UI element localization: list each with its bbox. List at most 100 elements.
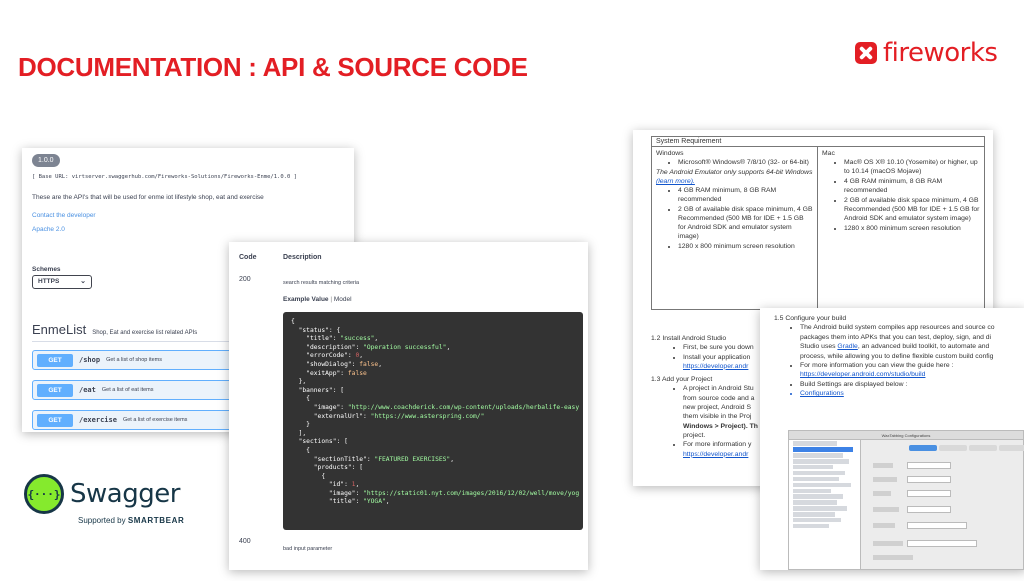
json-line: {: [291, 446, 310, 454]
windows-title: Windows: [656, 150, 684, 157]
section-1-2-heading: 1.2 Install Android Studio: [651, 335, 727, 342]
version-badge: 1.0.0: [32, 154, 60, 167]
slide-title: DOCUMENTATION : API & SOURCE CODE: [18, 52, 528, 82]
mac-req-ram: 4 GB RAM minimum, 8 GB RAM recommended: [844, 177, 980, 195]
fireworks-logo-text: fireworks: [883, 38, 998, 68]
api-description: These are the API's that will be used fo…: [32, 194, 264, 201]
json-line: "status": {: [291, 326, 341, 334]
example-json-codeblock: { "status": { "title": "success", "descr…: [283, 312, 583, 530]
json-line: "image": "https://static01.nyt.com/image…: [291, 489, 580, 497]
operation-summary: Get a list of exercise items: [122, 417, 188, 423]
description-column-header: Description: [283, 254, 322, 261]
operation-summary: Get a list of eat items: [101, 387, 154, 393]
install-line: First, be sure you down: [683, 343, 981, 352]
project-line: project.: [683, 431, 706, 439]
windows-req-screen: 1280 x 800 minimum screen resolution: [678, 242, 813, 251]
json-line: "sectionTitle": "FEATURED EXERCISES",: [291, 455, 455, 463]
tag-name: EnmeList: [32, 322, 87, 337]
response-code-200: 200: [239, 276, 251, 283]
schemes-selected-value: HTTPS: [38, 278, 60, 285]
contact-developer-link[interactable]: Contact the developer: [32, 212, 96, 219]
json-line: }: [291, 421, 310, 429]
fireworks-logo: fireworks: [855, 38, 998, 68]
swagger-responses-screenshot: Code Description 200 search results matc…: [229, 242, 588, 570]
build-line: For more information you can view the gu…: [800, 361, 1024, 370]
tag-header[interactable]: EnmeList Shop, Eat and exercise list rel…: [32, 322, 346, 342]
json-line: "id": 1,: [291, 481, 360, 489]
mac-req-os: Mac® OS X® 10.10 (Yosemite) or higher, u…: [844, 158, 980, 176]
json-line: "title": "YOGA",: [291, 498, 390, 506]
base-url: [ Base URL: virtserver.swaggerhub.com/Fi…: [32, 174, 297, 180]
learn-more-link[interactable]: (learn more).: [656, 178, 695, 185]
config-tree: [789, 440, 861, 569]
schemes-select[interactable]: HTTPS ⌄: [32, 275, 92, 289]
method-badge: GET: [37, 413, 73, 427]
json-line: "exitApp": false: [291, 369, 367, 377]
windows-req-os: Microsoft® Windows® 7/8/10 (32- or 64-bi…: [678, 158, 813, 167]
json-line: {: [291, 395, 310, 403]
mac-req-disk: 2 GB of available disk space minimum, 4 …: [844, 196, 980, 223]
json-line: {: [291, 472, 326, 480]
json-line: "description": "Operation successful",: [291, 343, 451, 351]
settings-tabs: [909, 445, 1024, 451]
method-badge: GET: [37, 353, 73, 367]
json-line: "sections": [: [291, 438, 348, 446]
json-line: "showDialog": false,: [291, 360, 383, 368]
windows-req-disk: 2 GB of available disk space minimum, 4 …: [678, 205, 813, 241]
json-line: },: [291, 378, 307, 386]
build-configuration-document: 1.5 Configure your build The Android bui…: [760, 308, 1024, 570]
json-line: "products": [: [291, 464, 364, 472]
operation-path: /shop: [79, 356, 101, 364]
developer-link[interactable]: https://developer.andr: [683, 362, 749, 370]
project-line: from source code and a: [683, 394, 755, 402]
project-line: them visible in the Proj: [683, 413, 752, 421]
response-400-description: bad input parameter: [283, 546, 333, 552]
gradle-link[interactable]: Gradle: [837, 343, 858, 351]
configurations-item[interactable]: Configurations: [800, 389, 1024, 398]
install-line: Install your application: [683, 353, 981, 362]
operation-path: /eat: [79, 386, 96, 394]
json-line: "errorCode": 0,: [291, 352, 364, 360]
json-line: "banners": [: [291, 386, 345, 394]
chevron-down-icon: ⌄: [80, 278, 86, 285]
mac-title: Mac: [822, 150, 835, 157]
project-line: Windows > Project). Th: [683, 422, 758, 430]
build-line: The Android build system compiles app re…: [800, 323, 1024, 332]
example-value-tab[interactable]: Example Value: [283, 296, 329, 303]
install-instructions: 1.2 Install Android Studio First, be sur…: [651, 330, 981, 459]
schemes-label: Schemes: [32, 266, 61, 273]
method-badge: GET: [37, 383, 73, 397]
response-200-description: search results matching criteria: [283, 280, 360, 286]
build-line: Build Settings are displayed below :: [800, 380, 1024, 389]
tag-description: Shop, Eat and exercise list related APIs: [92, 330, 198, 336]
swagger-brand-logo: {···} Swagger Supported by SMARTBEAR: [24, 474, 184, 525]
operation-summary: Get a list of shop items: [106, 357, 163, 363]
build-line: process, while allowing you to define fl…: [800, 352, 994, 360]
emulator-note: The Android Emulator only supports 64-bi…: [656, 169, 813, 185]
fireworks-logo-icon: [855, 42, 877, 64]
mac-column: Mac Mac® OS X® 10.10 (Yosemite) or highe…: [818, 147, 984, 309]
build-instructions: 1.5 Configure your build The Android bui…: [774, 314, 1024, 399]
json-line: "title": "success",: [291, 335, 379, 343]
json-line: "externalUrl": "https://www.asterspring.…: [291, 412, 485, 420]
json-line: ],: [291, 429, 307, 437]
requirements-header: System Requirement: [652, 137, 984, 147]
developer-link[interactable]: https://developer.andr: [683, 450, 749, 458]
license-link[interactable]: Apache 2.0: [32, 226, 65, 233]
model-tab[interactable]: Model: [333, 296, 352, 303]
build-settings-window: WaxTabbing Configurations: [788, 430, 1024, 570]
build-line: Studio uses Gradle, an advanced build to…: [800, 343, 990, 351]
code-column-header: Code: [239, 254, 257, 261]
windows-column: Windows Microsoft® Windows® 7/8/10 (32- …: [652, 147, 818, 309]
build-guide-link[interactable]: https://developer.android.com/studio/bui…: [800, 371, 926, 379]
windows-req-ram: 4 GB RAM minimum, 8 GB RAM recommended: [678, 186, 813, 204]
swagger-wordmark: Swagger: [70, 479, 180, 509]
example-tabs: Example Value | Model: [283, 296, 352, 303]
requirements-table: System Requirement Windows Microsoft® Wi…: [651, 136, 985, 310]
response-code-400: 400: [239, 538, 251, 545]
window-title: WaxTabbing Configurations: [789, 431, 1023, 440]
project-line: A project in Android Stu: [683, 384, 981, 393]
build-line: packages them into APKs that you can tes…: [800, 333, 992, 341]
json-line: "image": "http://www.coachderick.com/wp-…: [291, 403, 580, 411]
section-1-3-heading: 1.3 Add your Project: [651, 376, 713, 384]
